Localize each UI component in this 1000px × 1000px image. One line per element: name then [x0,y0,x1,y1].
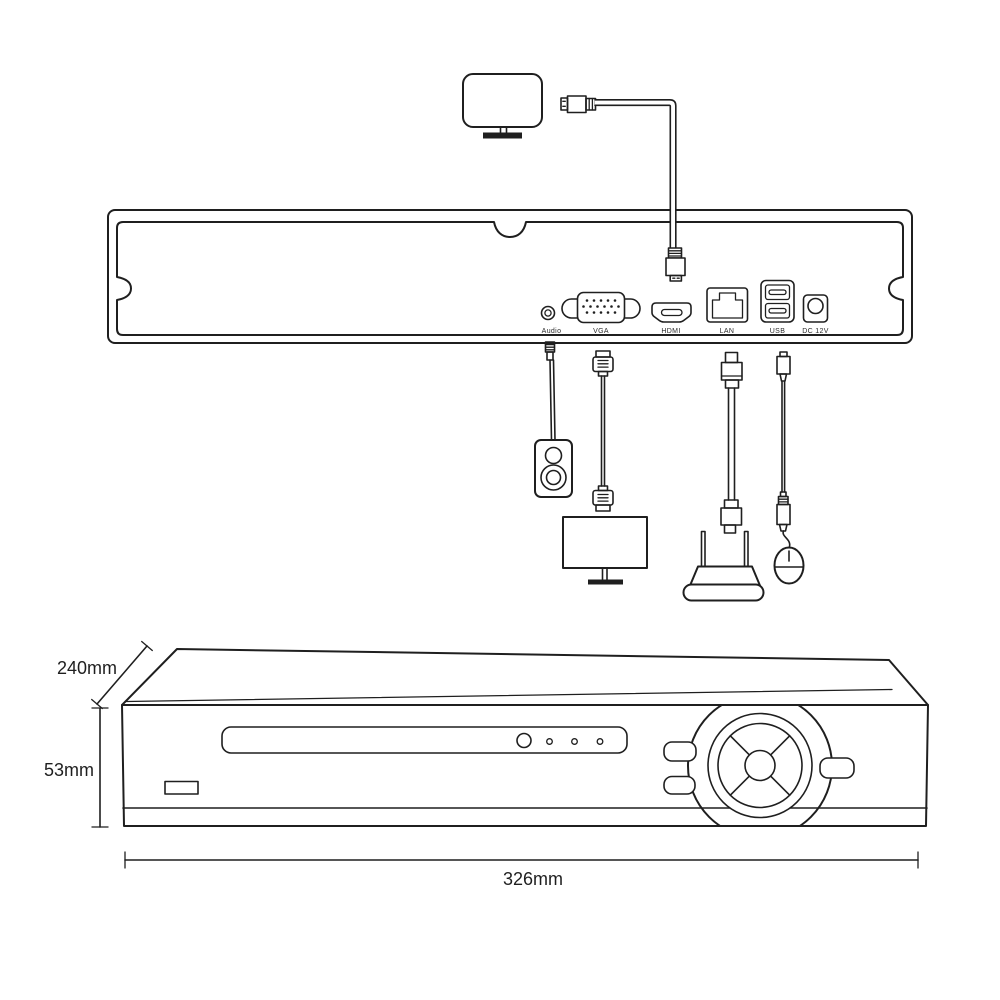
width-dimension-label: 326mm [503,869,563,889]
front-panel-slot [221,726,628,754]
back-panel-inner [116,221,904,336]
usb-port-label: USB [770,328,785,335]
hdmi-plug-tip [560,97,569,111]
monitor-screen [562,516,648,569]
front-view-top-bevel [124,688,893,703]
router-base [682,583,765,602]
vga-cable-icon [592,350,614,512]
dimension-height: 53mm [44,707,109,828]
router-icon [682,530,765,602]
vga-connector-top-cap [595,350,611,358]
front-view [121,648,929,827]
audio-port [540,305,556,321]
audio-port-label: Audio [542,328,562,335]
front-button-right [819,757,855,779]
lan-cable-icon [720,351,743,534]
front-button-bottom-left [663,775,696,795]
audio-jack-cable-icon [544,341,556,441]
lan-connector-top-tab [724,351,739,364]
height-dimension-label: 53mm [44,760,94,780]
usb-connector-bottom-body [776,503,791,526]
monitor-icon [562,516,648,585]
back-panel-outer [107,209,913,344]
jog-dial-center-button [744,749,776,782]
jog-dial-ring3 [717,722,803,809]
vga-port [561,291,641,324]
mouse-body [773,546,805,585]
lan-port [706,287,749,323]
depth-dimension-label: 240mm [57,658,117,678]
monitor-stand-base [588,579,623,585]
audio-jack-body [546,351,554,361]
speaker-woofer [540,464,567,491]
tv-screen [462,73,543,128]
router-antenna-right [743,530,749,568]
front-view-top-face [121,648,929,706]
lan-connector-bottom-tab [723,524,737,534]
vga-connector-bottom-cap [595,504,611,512]
vga-port-label: VGA [593,328,609,335]
hdmi-port-label: HDMI [661,328,680,335]
speaker-icon [534,439,573,498]
usb-connector-top-body [776,355,791,375]
front-ir-window [164,780,199,795]
hdmi-port [651,302,692,323]
tv-icon [462,73,543,139]
usb-port [760,279,795,323]
front-indicator-led [571,738,578,745]
usb-cable-icon [776,351,791,549]
front-indicator-power [516,732,532,749]
back-panel: Audio VGA HDMI LAN USB DC 12V [107,209,913,344]
router-antenna-left [700,530,706,568]
dc-power-port-label: DC 12V [802,328,829,335]
lan-port-label: LAN [720,328,735,335]
front-view-front-face [121,704,929,827]
hdmi-plug-body [566,95,587,114]
lan-connector-top-body [720,361,743,381]
tv-stand-base [483,132,522,139]
hdmi-connector-body [665,257,686,277]
vga-pins [582,299,620,314]
mouse-cable [782,530,791,549]
hdmi-cable-icon [560,95,686,282]
dimension-depth: 240mm [57,640,153,710]
speaker-tweeter [544,446,563,465]
speaker-box [534,439,573,498]
hdmi-connector-tip [669,274,683,282]
dc-power-port [802,294,829,323]
front-button-top-left [663,741,697,762]
lan-connector-bottom-body [720,507,743,526]
hdmi-cable-run [595,99,676,248]
mouse-icon [773,546,805,585]
dimension-width: 326mm [124,851,919,889]
front-indicator-led [546,738,553,745]
front-indicator-led [596,738,604,745]
